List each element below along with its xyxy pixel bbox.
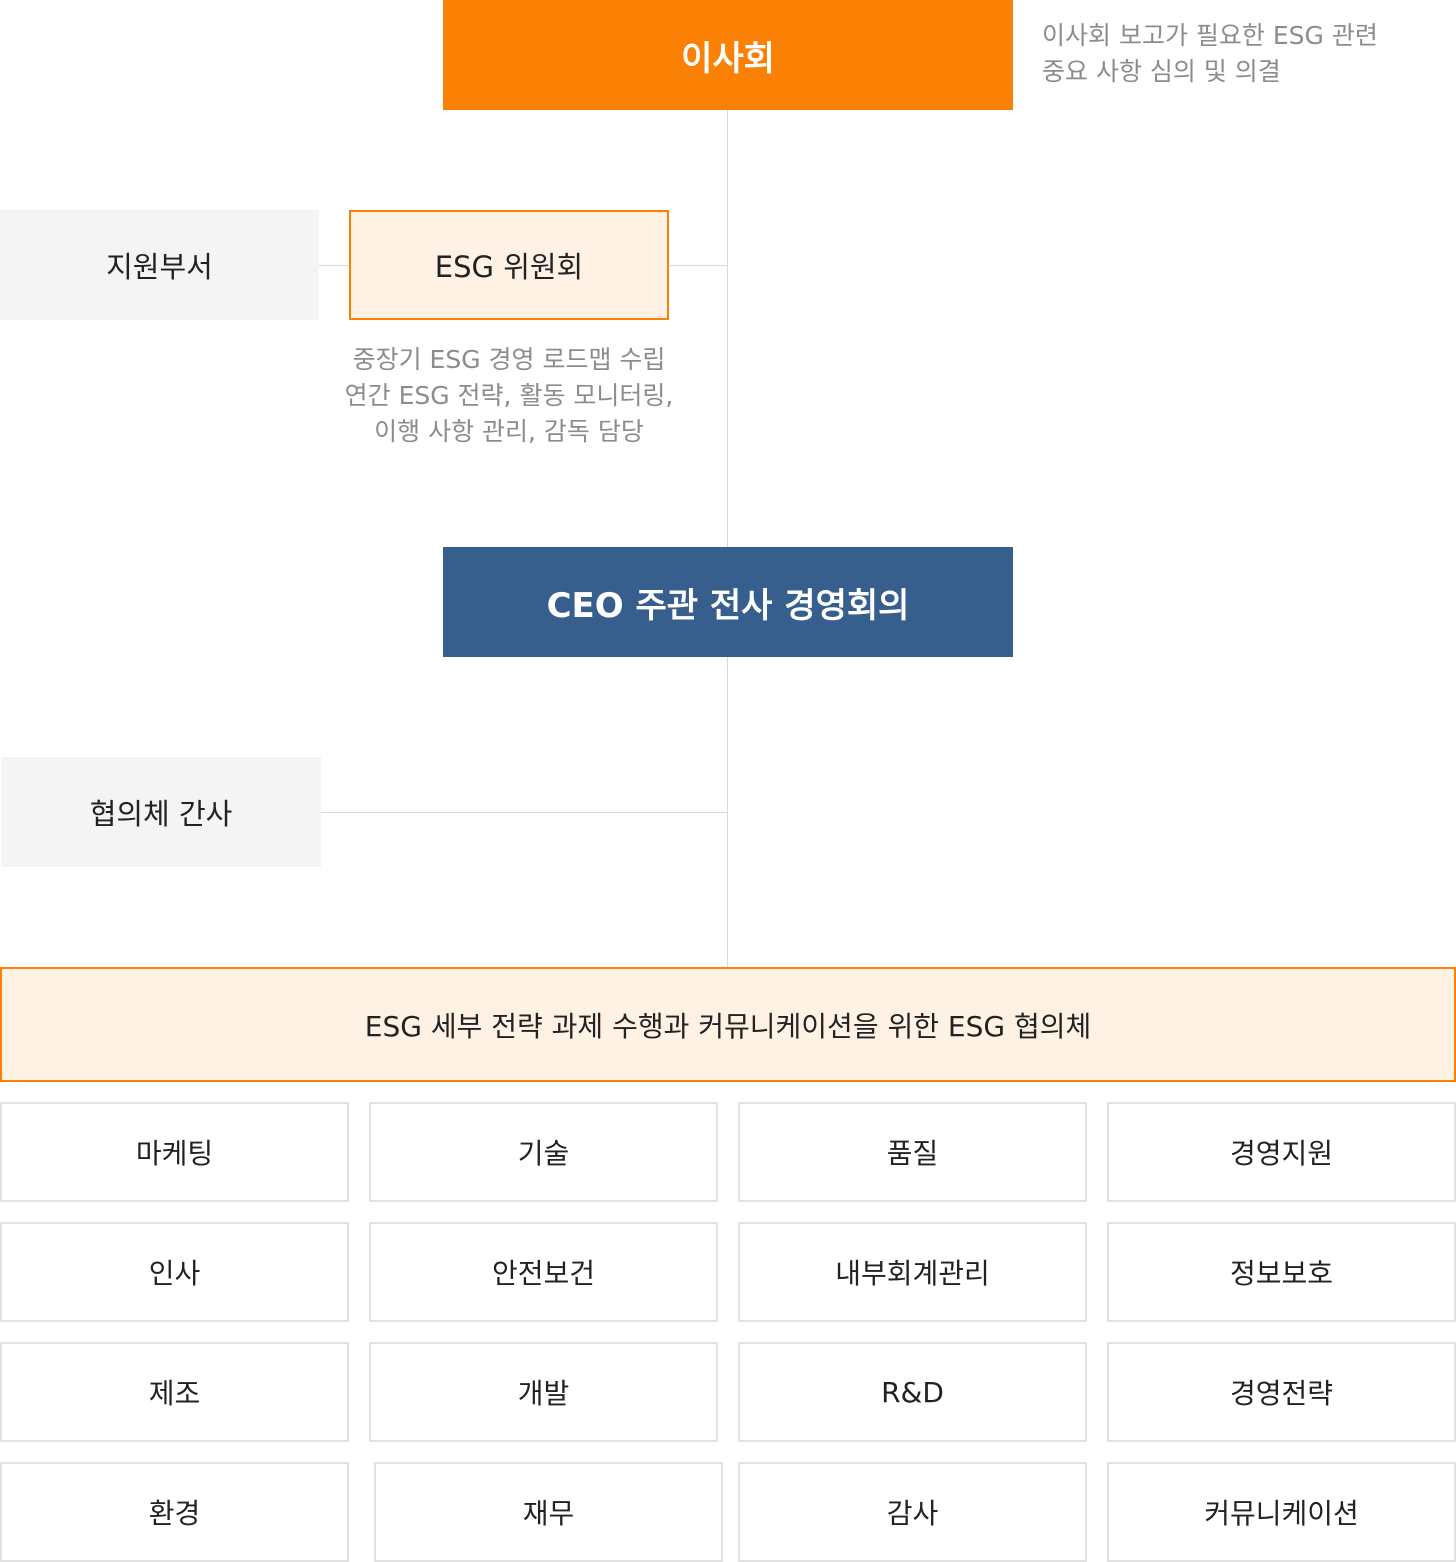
connector-support-committee xyxy=(319,265,349,266)
department-label: 품질 xyxy=(886,1137,939,1170)
department-box: 안전보건 xyxy=(369,1222,718,1322)
support-dept-label: 지원부서 xyxy=(106,250,213,284)
esg-council-title: ESG 세부 전략 과제 수행과 커뮤니케이션을 위한 ESG 협의체 xyxy=(364,1009,1092,1043)
department-label: 기술 xyxy=(517,1137,570,1170)
department-label: 개발 xyxy=(517,1377,570,1410)
department-box: 경영전략 xyxy=(1107,1342,1456,1442)
department-label: 정보보호 xyxy=(1229,1257,1334,1290)
department-box: R&D xyxy=(738,1342,1087,1442)
department-label: 안전보건 xyxy=(491,1257,596,1290)
department-box: 인사 xyxy=(0,1222,349,1322)
department-box: 마케팅 xyxy=(0,1102,349,1202)
department-box: 커뮤니케이션 xyxy=(1107,1462,1456,1562)
department-box: 품질 xyxy=(738,1102,1087,1202)
board-desc-line2: 중요 사항 심의 및 의결 xyxy=(1042,57,1281,86)
committee-desc-line2: 연간 ESG 전략, 활동 모니터링, xyxy=(344,381,674,410)
department-box: 감사 xyxy=(738,1462,1087,1562)
esg-committee-box: ESG 위원회 xyxy=(349,210,669,320)
department-label: 커뮤니케이션 xyxy=(1204,1497,1359,1530)
board-description: 이사회 보고가 필요한 ESG 관련 중요 사항 심의 및 의결 xyxy=(1042,18,1442,90)
ceo-meeting-title: CEO 주관 전사 경영회의 xyxy=(546,585,910,626)
board-desc-line1: 이사회 보고가 필요한 ESG 관련 xyxy=(1042,21,1378,50)
department-label: 내부회계관리 xyxy=(835,1257,990,1290)
department-label: 환경 xyxy=(148,1497,201,1530)
support-dept-box: 지원부서 xyxy=(0,210,319,320)
department-label: R&D xyxy=(881,1375,944,1409)
board-title: 이사회 xyxy=(681,38,775,79)
department-label: 마케팅 xyxy=(135,1137,214,1170)
department-box: 환경 xyxy=(0,1462,349,1562)
department-box: 경영지원 xyxy=(1107,1102,1456,1202)
department-box: 개발 xyxy=(369,1342,718,1442)
department-box: 기술 xyxy=(369,1102,718,1202)
department-label: 감사 xyxy=(886,1497,939,1530)
committee-desc-line3: 이행 사항 관리, 감독 담당 xyxy=(374,417,644,446)
council-secretary-box: 협의체 간사 xyxy=(1,757,321,867)
council-secretary-label: 협의체 간사 xyxy=(89,797,233,831)
connector-committee-main xyxy=(669,265,727,266)
department-box: 재무 xyxy=(374,1462,723,1562)
connector-main-upper xyxy=(727,110,728,547)
ceo-meeting-box: CEO 주관 전사 경영회의 xyxy=(443,547,1013,657)
department-label: 재무 xyxy=(522,1497,575,1530)
department-box: 정보보호 xyxy=(1107,1222,1456,1322)
department-box: 제조 xyxy=(0,1342,349,1442)
department-label: 인사 xyxy=(148,1257,201,1290)
connector-secretary-main xyxy=(321,812,727,813)
esg-committee-title: ESG 위원회 xyxy=(434,250,584,284)
board-box: 이사회 xyxy=(443,0,1013,110)
esg-committee-description: 중장기 ESG 경영 로드맵 수립 연간 ESG 전략, 활동 모니터링, 이행… xyxy=(300,342,718,450)
department-label: 경영전략 xyxy=(1229,1377,1334,1410)
department-label: 제조 xyxy=(148,1377,201,1410)
connector-main-lower xyxy=(727,657,728,967)
department-box: 내부회계관리 xyxy=(738,1222,1087,1322)
committee-desc-line1: 중장기 ESG 경영 로드맵 수립 xyxy=(352,345,666,374)
esg-council-box: ESG 세부 전략 과제 수행과 커뮤니케이션을 위한 ESG 협의체 xyxy=(0,967,1456,1082)
department-label: 경영지원 xyxy=(1229,1137,1334,1170)
